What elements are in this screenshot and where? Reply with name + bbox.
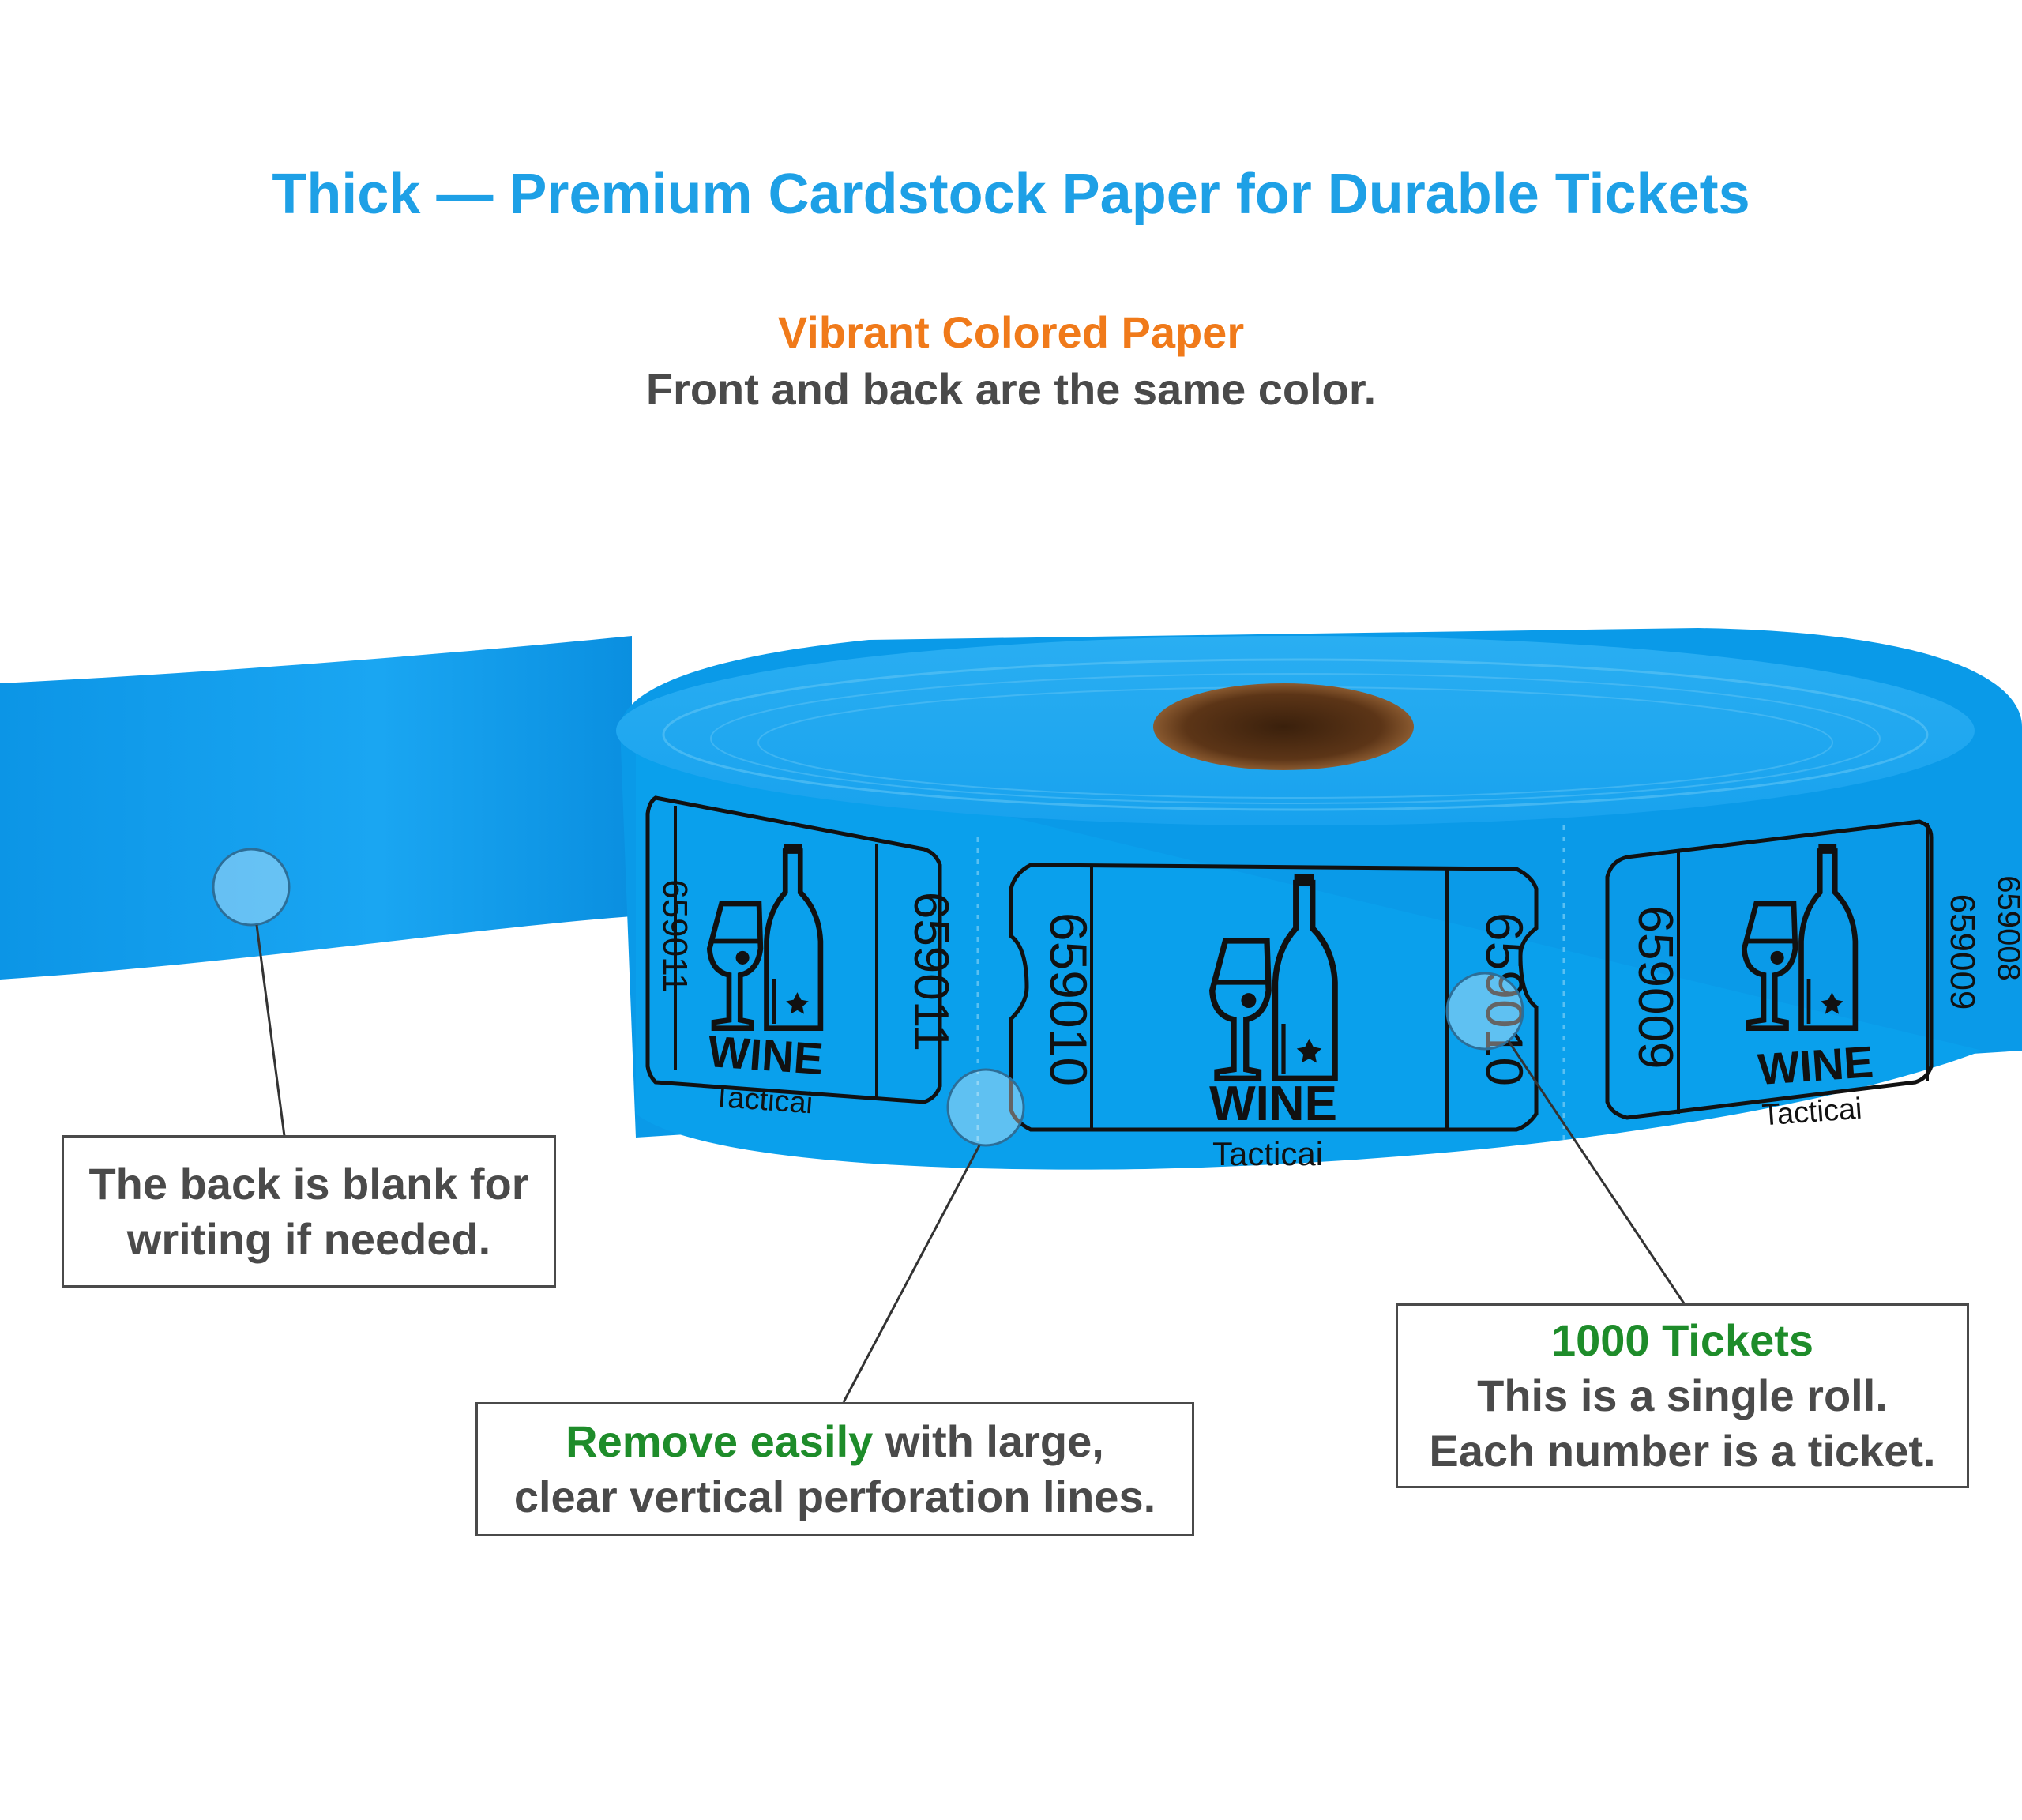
- ticket-left-number-main: 659011: [904, 892, 958, 1051]
- callout-back-blank: The back is blank for writing if needed.: [62, 1135, 556, 1288]
- roll-front: [636, 727, 1983, 1170]
- ticket-center-number-main: 659010: [1039, 912, 1098, 1086]
- ticket-right-brand: Tacticai: [1761, 1092, 1862, 1133]
- page-title: Thick — Premium Cardstock Paper for Dura…: [272, 163, 1750, 226]
- callout-perforation-line1: Remove easily with large,: [478, 1414, 1192, 1469]
- ticket-left-number-stub: 659011: [656, 879, 694, 993]
- ticket-center: WINE Tacticai 659010 659010: [1009, 863, 1539, 1172]
- callout-roll-count: 1000 Tickets This is a single roll. Each…: [1396, 1303, 1969, 1488]
- leader-line-roll: [1507, 1040, 1686, 1304]
- ticket-center-brand: Tacticai: [1212, 1135, 1323, 1172]
- ticket-left-label: WINE: [706, 1026, 825, 1084]
- marker-ticket-number: [1445, 972, 1524, 1051]
- feature-heading: Vibrant Colored Paper: [777, 307, 1245, 357]
- marker-perforation: [946, 1068, 1025, 1147]
- callout-back-line1: The back is blank for: [88, 1158, 529, 1209]
- ticket-right-number-main: 659009: [1628, 906, 1682, 1070]
- leader-line-back: [255, 924, 286, 1137]
- callout-back-line2: writing if needed.: [126, 1213, 491, 1264]
- feature-description: Front and back are the same color.: [645, 364, 1377, 414]
- ticket-center-number-stub: 659010: [1475, 912, 1534, 1086]
- callout-roll-line2: This is a single roll.: [1477, 1371, 1888, 1420]
- ticket-right: WINE Tacticai 659009 659009: [1605, 819, 1982, 1133]
- callout-roll-line3: Each number is a ticket.: [1429, 1426, 1936, 1476]
- marker-back: [212, 848, 291, 927]
- callout-perforation-line2: clear vertical perforation lines.: [513, 1472, 1156, 1521]
- callout-perforation-highlight: Remove easily: [566, 1416, 874, 1466]
- ticket-center-label: WINE: [1209, 1077, 1337, 1131]
- leader-line-perforation: [842, 1145, 981, 1403]
- cardboard-core: [1153, 683, 1414, 770]
- ticket-edge-number: 659008: [1991, 875, 2022, 980]
- callout-perforation: Remove easily with large, clear vertical…: [475, 1402, 1194, 1536]
- callout-perforation-rest: with large,: [873, 1416, 1104, 1466]
- ticket-left-brand: Tacticai: [712, 1081, 814, 1121]
- callout-roll-highlight: 1000 Tickets: [1550, 1315, 1814, 1365]
- unrolled-strip: [0, 636, 632, 980]
- ticket-left: WINE Tacticai 659011 659011: [645, 795, 958, 1121]
- ticket-right-number-stub: 659009: [1943, 894, 1982, 1010]
- ticket-right-label: WINE: [1757, 1036, 1875, 1094]
